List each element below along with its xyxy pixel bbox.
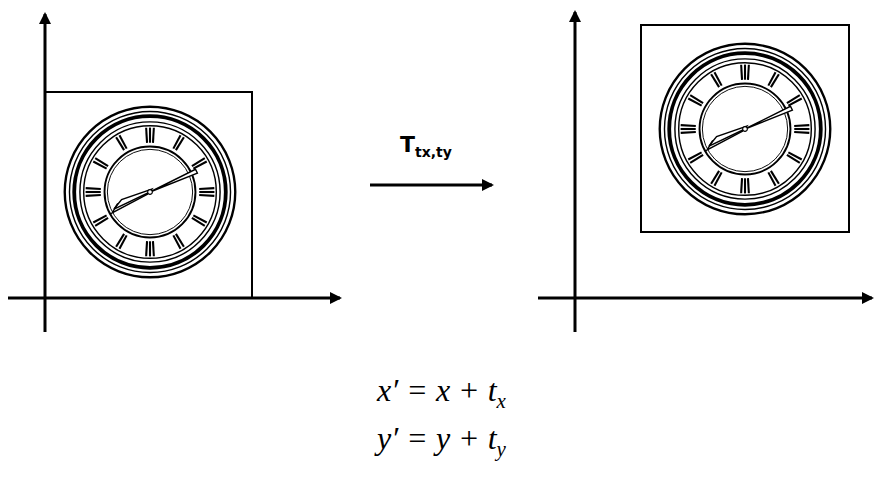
label-text: x′ = x + t <box>377 372 496 408</box>
transform-arrow <box>370 184 492 187</box>
subscript-text: y <box>497 437 506 461</box>
subscript-text: x <box>497 389 506 413</box>
equation: y′ = y + ty <box>0 420 883 462</box>
clock-picture <box>65 107 236 278</box>
subscript-text: tx,ty <box>415 144 452 160</box>
transform-label: Ttx,ty <box>400 132 452 160</box>
axes <box>8 14 340 332</box>
label-text: y′ = y + t <box>377 420 496 456</box>
axes <box>538 12 872 332</box>
image-frame <box>641 25 849 232</box>
image-frame <box>45 92 252 298</box>
clock-picture <box>660 44 831 215</box>
equation: x′ = x + tx <box>0 372 883 414</box>
label-text: T <box>400 132 415 157</box>
